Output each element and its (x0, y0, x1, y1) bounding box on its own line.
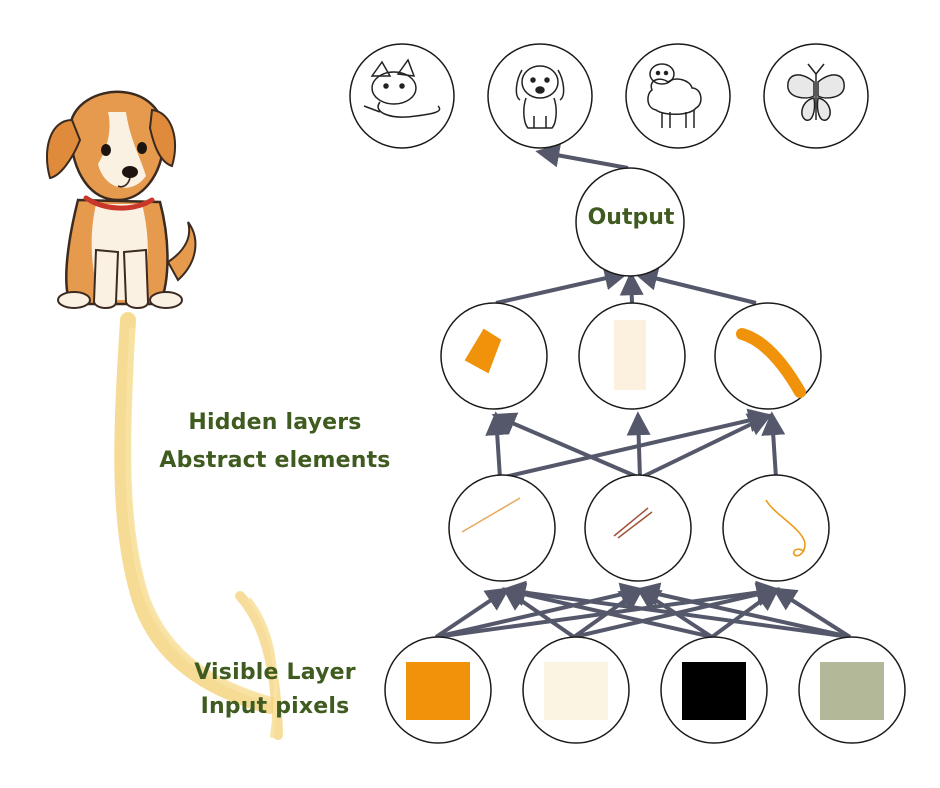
hidden1-node-1 (448, 474, 556, 582)
hidden-layers-title: Hidden layers (188, 410, 362, 435)
cat-icon (363, 58, 441, 118)
dog-icon (515, 65, 565, 129)
class-node-dog (487, 43, 593, 149)
hidden-layer-1 (448, 474, 830, 582)
hidden2-node-1 (440, 302, 548, 410)
hidden2-node-2 (578, 302, 686, 410)
flow-path (114, 312, 283, 740)
cream-pixel (544, 662, 608, 720)
orange-line (461, 497, 521, 533)
output-classes-layer (349, 43, 869, 149)
cream-stroke (614, 320, 646, 390)
class-node-butterfly (763, 43, 869, 149)
sage-pixel (820, 662, 884, 720)
abstract-elements-subtitle: Abstract elements (159, 448, 391, 473)
orange-brush-stroke (736, 328, 806, 398)
hidden1-node-3 (722, 474, 830, 582)
output-label: Output (587, 205, 675, 230)
orange-patch (464, 328, 502, 374)
visible-layer-title: Visible Layer (194, 660, 356, 685)
brown-lines (613, 507, 653, 539)
input-node-4 (798, 636, 906, 744)
hidden2-node-3 (714, 302, 822, 410)
hidden-layers-label: Hidden layers Abstract elements (150, 404, 400, 480)
butterfly-icon (787, 63, 845, 121)
dog-illustration (46, 90, 197, 309)
class-node-cat (349, 43, 455, 149)
orange-curl (765, 499, 806, 557)
class-node-sheep (625, 43, 731, 149)
black-pixel (682, 662, 746, 720)
hidden-layer-2 (440, 302, 822, 410)
input-node-1 (384, 636, 492, 744)
visible-layer-label: Visible Layer Input pixels (175, 656, 375, 724)
input-layer (384, 636, 906, 744)
input-pixels-subtitle: Input pixels (200, 694, 350, 719)
output-node (575, 167, 685, 277)
input-node-2 (522, 636, 630, 744)
hidden1-node-2 (584, 474, 692, 582)
input-node-3 (660, 636, 768, 744)
connections (434, 143, 852, 639)
sheep-icon (647, 63, 702, 128)
orange-pixel (406, 662, 470, 720)
